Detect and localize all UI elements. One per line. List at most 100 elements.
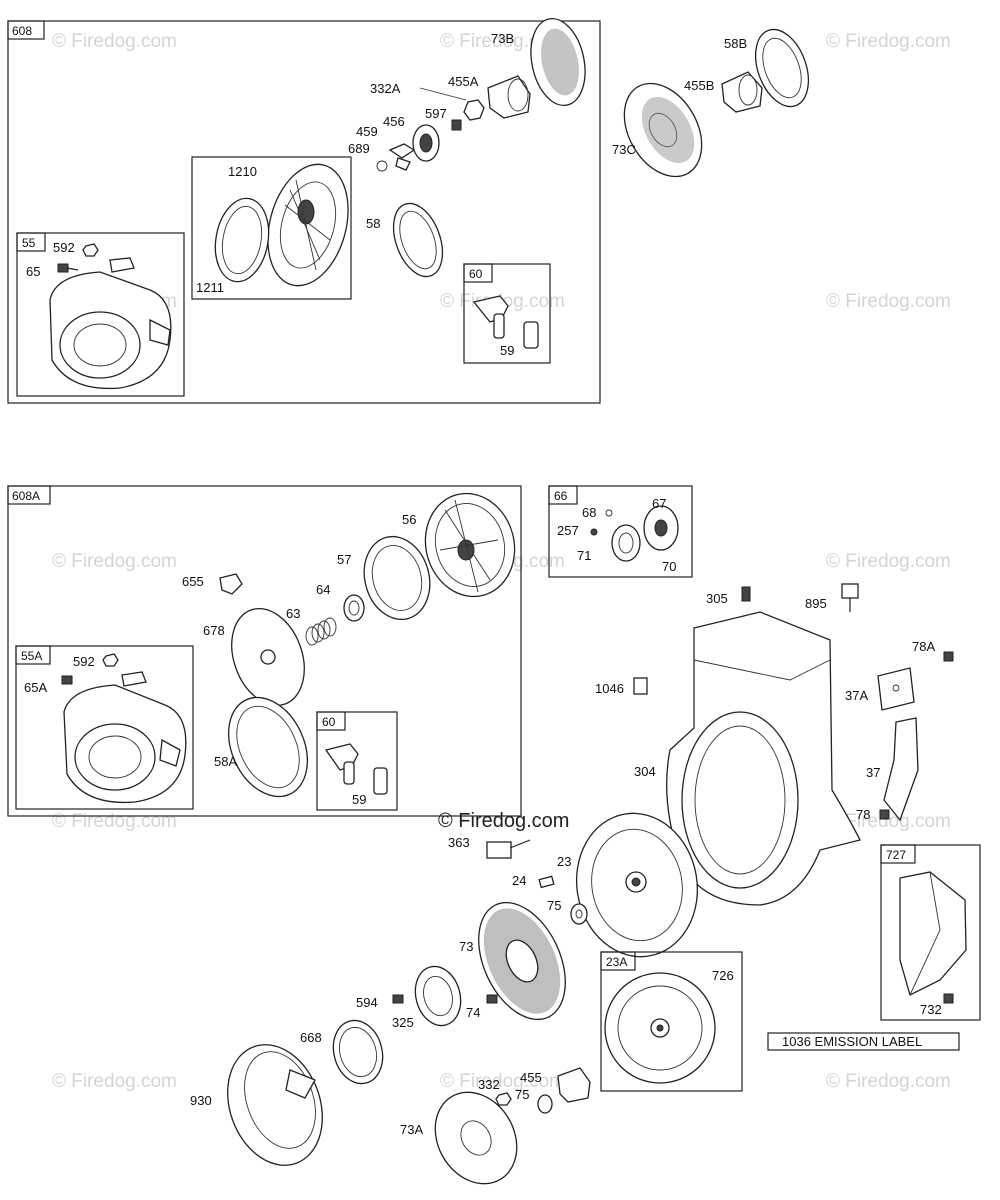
- group-608A-tag: 608A: [12, 489, 40, 503]
- label-74: 74: [466, 1005, 480, 1020]
- guard-930: [227, 1044, 323, 1166]
- watermark: © Firedog.com: [52, 31, 177, 52]
- bolt-305: [741, 586, 751, 602]
- group-608-tag-box: [7, 20, 45, 40]
- label-459: 459: [356, 124, 378, 139]
- screw-74: [486, 994, 498, 1004]
- label-23: 23: [557, 854, 571, 869]
- blower-housing-304: [666, 611, 861, 906]
- label-73A: 73A: [400, 1122, 423, 1137]
- label-58B: 58B: [724, 36, 747, 51]
- nut-592-top: [82, 243, 99, 257]
- watermark: © Firedog.com: [826, 551, 951, 572]
- screen-73C: [623, 82, 703, 178]
- group-60-top-tag-box: [463, 263, 493, 283]
- label-63: 63: [286, 606, 300, 621]
- cup-71: [611, 524, 641, 562]
- label-59-bottom: 59: [352, 792, 366, 807]
- label-597: 597: [425, 106, 447, 121]
- watermark: © Firedog.com: [826, 291, 951, 312]
- spring-1211: [214, 197, 270, 283]
- group-23A-frame: [600, 951, 743, 1092]
- bracket-37A: [877, 667, 915, 711]
- group-60-top-frame: [463, 263, 551, 364]
- group-727-tag: 727: [886, 848, 906, 862]
- group-66-tag-box: [548, 485, 578, 505]
- clip-689: [376, 143, 416, 172]
- label-24: 24: [512, 873, 526, 888]
- cup-455: [557, 1067, 591, 1103]
- insert-59-top: [523, 321, 539, 349]
- label-1211: 1211: [196, 280, 224, 295]
- label-455B: 455B: [684, 78, 714, 93]
- screen-58B: [754, 28, 810, 108]
- label-75-bottom: 75: [515, 1087, 529, 1102]
- flywheel-23: [575, 812, 699, 958]
- watermark: © Firedog.com: [826, 1071, 951, 1092]
- group-55A-tag-box: [15, 645, 51, 665]
- cup-325: [414, 965, 462, 1027]
- shield-37: [883, 717, 919, 822]
- spring-58: [392, 202, 444, 278]
- ratchet-67: [643, 505, 679, 551]
- washer-75-top: [570, 903, 588, 925]
- label-78: 78: [856, 807, 870, 822]
- emission-label: 1036 EMISSION LABEL: [782, 1034, 922, 1049]
- pulley-1210: [267, 163, 349, 287]
- cable-tie-1046: [633, 677, 648, 695]
- label-455: 455: [520, 1070, 542, 1085]
- label-726: 726: [712, 968, 734, 983]
- label-59-top: 59: [500, 343, 514, 358]
- group-23A-tag-box: [600, 951, 636, 971]
- label-37A: 37A: [845, 688, 868, 703]
- screen-73A: [434, 1091, 518, 1185]
- label-689: 689: [348, 141, 370, 156]
- screw-732: [943, 993, 954, 1004]
- label-732: 732: [920, 1002, 942, 1017]
- group-66: 66 68 67 257 71 70: [548, 485, 693, 578]
- leader-332A: [419, 87, 467, 101]
- label-668: 668: [300, 1030, 322, 1045]
- label-895: 895: [805, 596, 827, 611]
- group-608: 608 55 592 65 1210 121: [7, 17, 601, 404]
- emission-label-box: [767, 1032, 960, 1051]
- group-55A-frame: [15, 645, 194, 810]
- nut-332: [495, 1092, 512, 1106]
- washer-75-bottom: [537, 1094, 553, 1114]
- label-1210: 1210: [228, 164, 257, 179]
- label-64: 64: [316, 582, 330, 597]
- label-75-top: 75: [547, 898, 561, 913]
- label-678: 678: [203, 623, 225, 638]
- group-60-bottom-frame: [316, 711, 398, 811]
- cup-455A: [487, 75, 531, 119]
- group-60-top-tag: 60: [469, 267, 483, 281]
- ignition-363: [486, 839, 531, 859]
- label-363: 363: [448, 835, 470, 850]
- screw-594: [392, 994, 404, 1004]
- label-455A: 455A: [448, 74, 479, 89]
- rewind-housing-55A: [63, 671, 187, 804]
- label-332: 332: [478, 1077, 500, 1092]
- label-73: 73: [459, 939, 473, 954]
- screw-78A: [943, 651, 954, 662]
- cup-455B: [721, 71, 763, 113]
- label-56: 56: [402, 512, 416, 527]
- screw-257: [590, 528, 598, 536]
- label-304: 304: [634, 764, 656, 779]
- rewind-housing-55: [49, 257, 172, 390]
- clip-655: [219, 573, 243, 595]
- pulley-box-1210: [191, 156, 352, 300]
- watermark: © Firedog.com: [52, 1071, 177, 1092]
- label-1046: 1046: [595, 681, 624, 696]
- group-608-tag: 608: [12, 24, 32, 38]
- nut-592-bottom: [102, 653, 119, 667]
- handle-60-bottom: [324, 743, 359, 785]
- label-325: 325: [392, 1015, 414, 1030]
- group-23A-tag: 23A: [606, 955, 627, 969]
- label-257: 257: [557, 523, 579, 538]
- label-67: 67: [652, 496, 666, 511]
- label-58A: 58A: [214, 754, 237, 769]
- ring-668: [332, 1019, 384, 1085]
- label-68: 68: [582, 505, 596, 520]
- key-24: [538, 875, 555, 889]
